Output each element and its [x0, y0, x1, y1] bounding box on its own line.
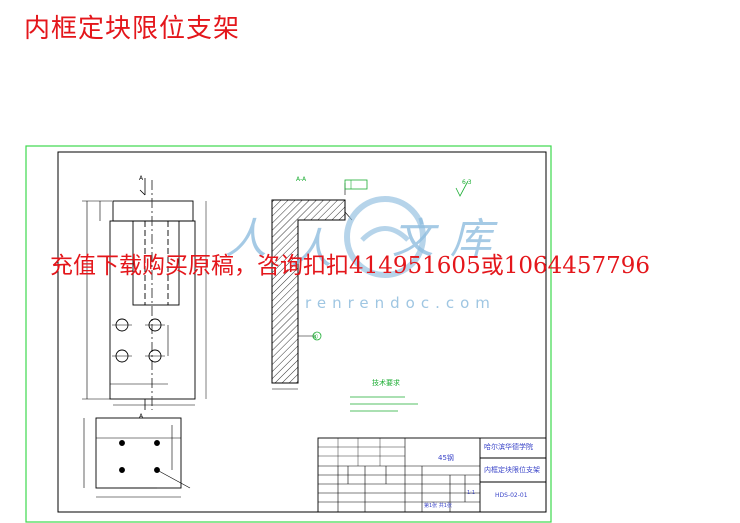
roughness-label: 6.3: [462, 179, 472, 186]
tech-req-lines: [350, 396, 418, 412]
title-block-part-name: 内框定块限位支架: [484, 466, 540, 474]
promo-text: 充值下载购买原稿，咨询扣扣414951605或1064457796: [50, 253, 651, 279]
top-view: [83, 417, 191, 498]
outer-frame: [25, 145, 552, 523]
watermark-logo-icon: [344, 196, 426, 278]
watermark-char-4: 库: [450, 214, 493, 263]
title-block-sheet: 第1张 共1张: [424, 503, 452, 509]
roughness-symbol: [455, 180, 469, 197]
marker-a-top: A: [139, 175, 144, 182]
page-title: 内框定块限位支架: [24, 14, 241, 44]
watermark-char-1: 人: [225, 214, 268, 263]
watermark-char-3: 文: [392, 214, 435, 263]
marker-4: ④: [312, 333, 318, 341]
marker-a-bottom: A: [139, 413, 144, 420]
title-block-scale: 1:1: [467, 490, 476, 496]
title-block: [317, 437, 547, 513]
inner-border: [57, 151, 547, 513]
title-block-school: 哈尔滨华德学院: [484, 443, 533, 451]
title-block-material: 45钢: [438, 454, 454, 462]
tech-req-title: 技术要求: [372, 378, 400, 387]
section-label: A-A: [296, 176, 307, 183]
front-view: [82, 178, 207, 410]
watermark-url: renrendoc.com: [305, 294, 496, 312]
title-block-drawing-no: HDS-02-01: [495, 492, 528, 499]
watermark-char-2: 人: [290, 224, 333, 273]
